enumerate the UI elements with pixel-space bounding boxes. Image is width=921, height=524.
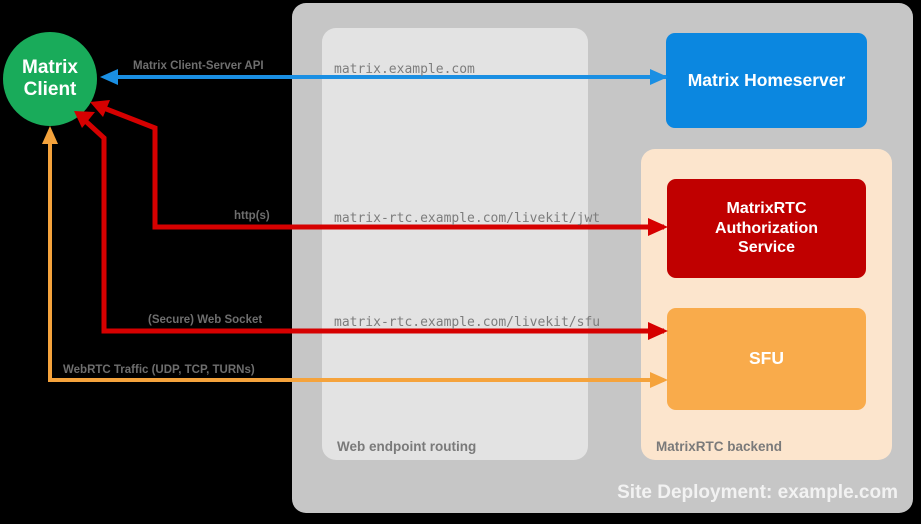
web-endpoint-routing-label: Web endpoint routing xyxy=(337,439,477,454)
edge-livekit-sfu xyxy=(74,111,668,340)
matrixrtc-auth-service-box[interactable] xyxy=(667,179,866,278)
endpoint-label-matrix-example-com: matrix.example.com xyxy=(334,62,475,77)
edge-matrix-client-server-api xyxy=(100,69,668,85)
sfu-box[interactable] xyxy=(667,308,866,410)
edge-livekit-jwt xyxy=(90,100,668,236)
edge-label-webrtc-traffic: WebRTC Traffic (UDP, TCP, TURNs) xyxy=(63,364,255,376)
endpoint-label-livekit-jwt: matrix-rtc.example.com/livekit/jwt xyxy=(334,211,601,226)
edge-label-matrix-client-server-api: Matrix Client-Server API xyxy=(133,60,264,72)
edge-label-secure-web-socket: (Secure) Web Socket xyxy=(148,314,263,326)
edge-label-http-s: http(s) xyxy=(234,210,270,222)
web-endpoint-routing-container xyxy=(322,28,588,460)
site-deployment-label: Site Deployment: example.com xyxy=(617,482,898,503)
endpoint-label-livekit-sfu: matrix-rtc.example.com/livekit/sfu xyxy=(334,315,601,330)
matrixrtc-backend-label: MatrixRTC backend xyxy=(656,439,783,454)
edge-webrtc-traffic xyxy=(42,126,668,388)
matrix-client-circle[interactable] xyxy=(3,32,97,126)
matrix-homeserver-box[interactable] xyxy=(666,33,867,128)
